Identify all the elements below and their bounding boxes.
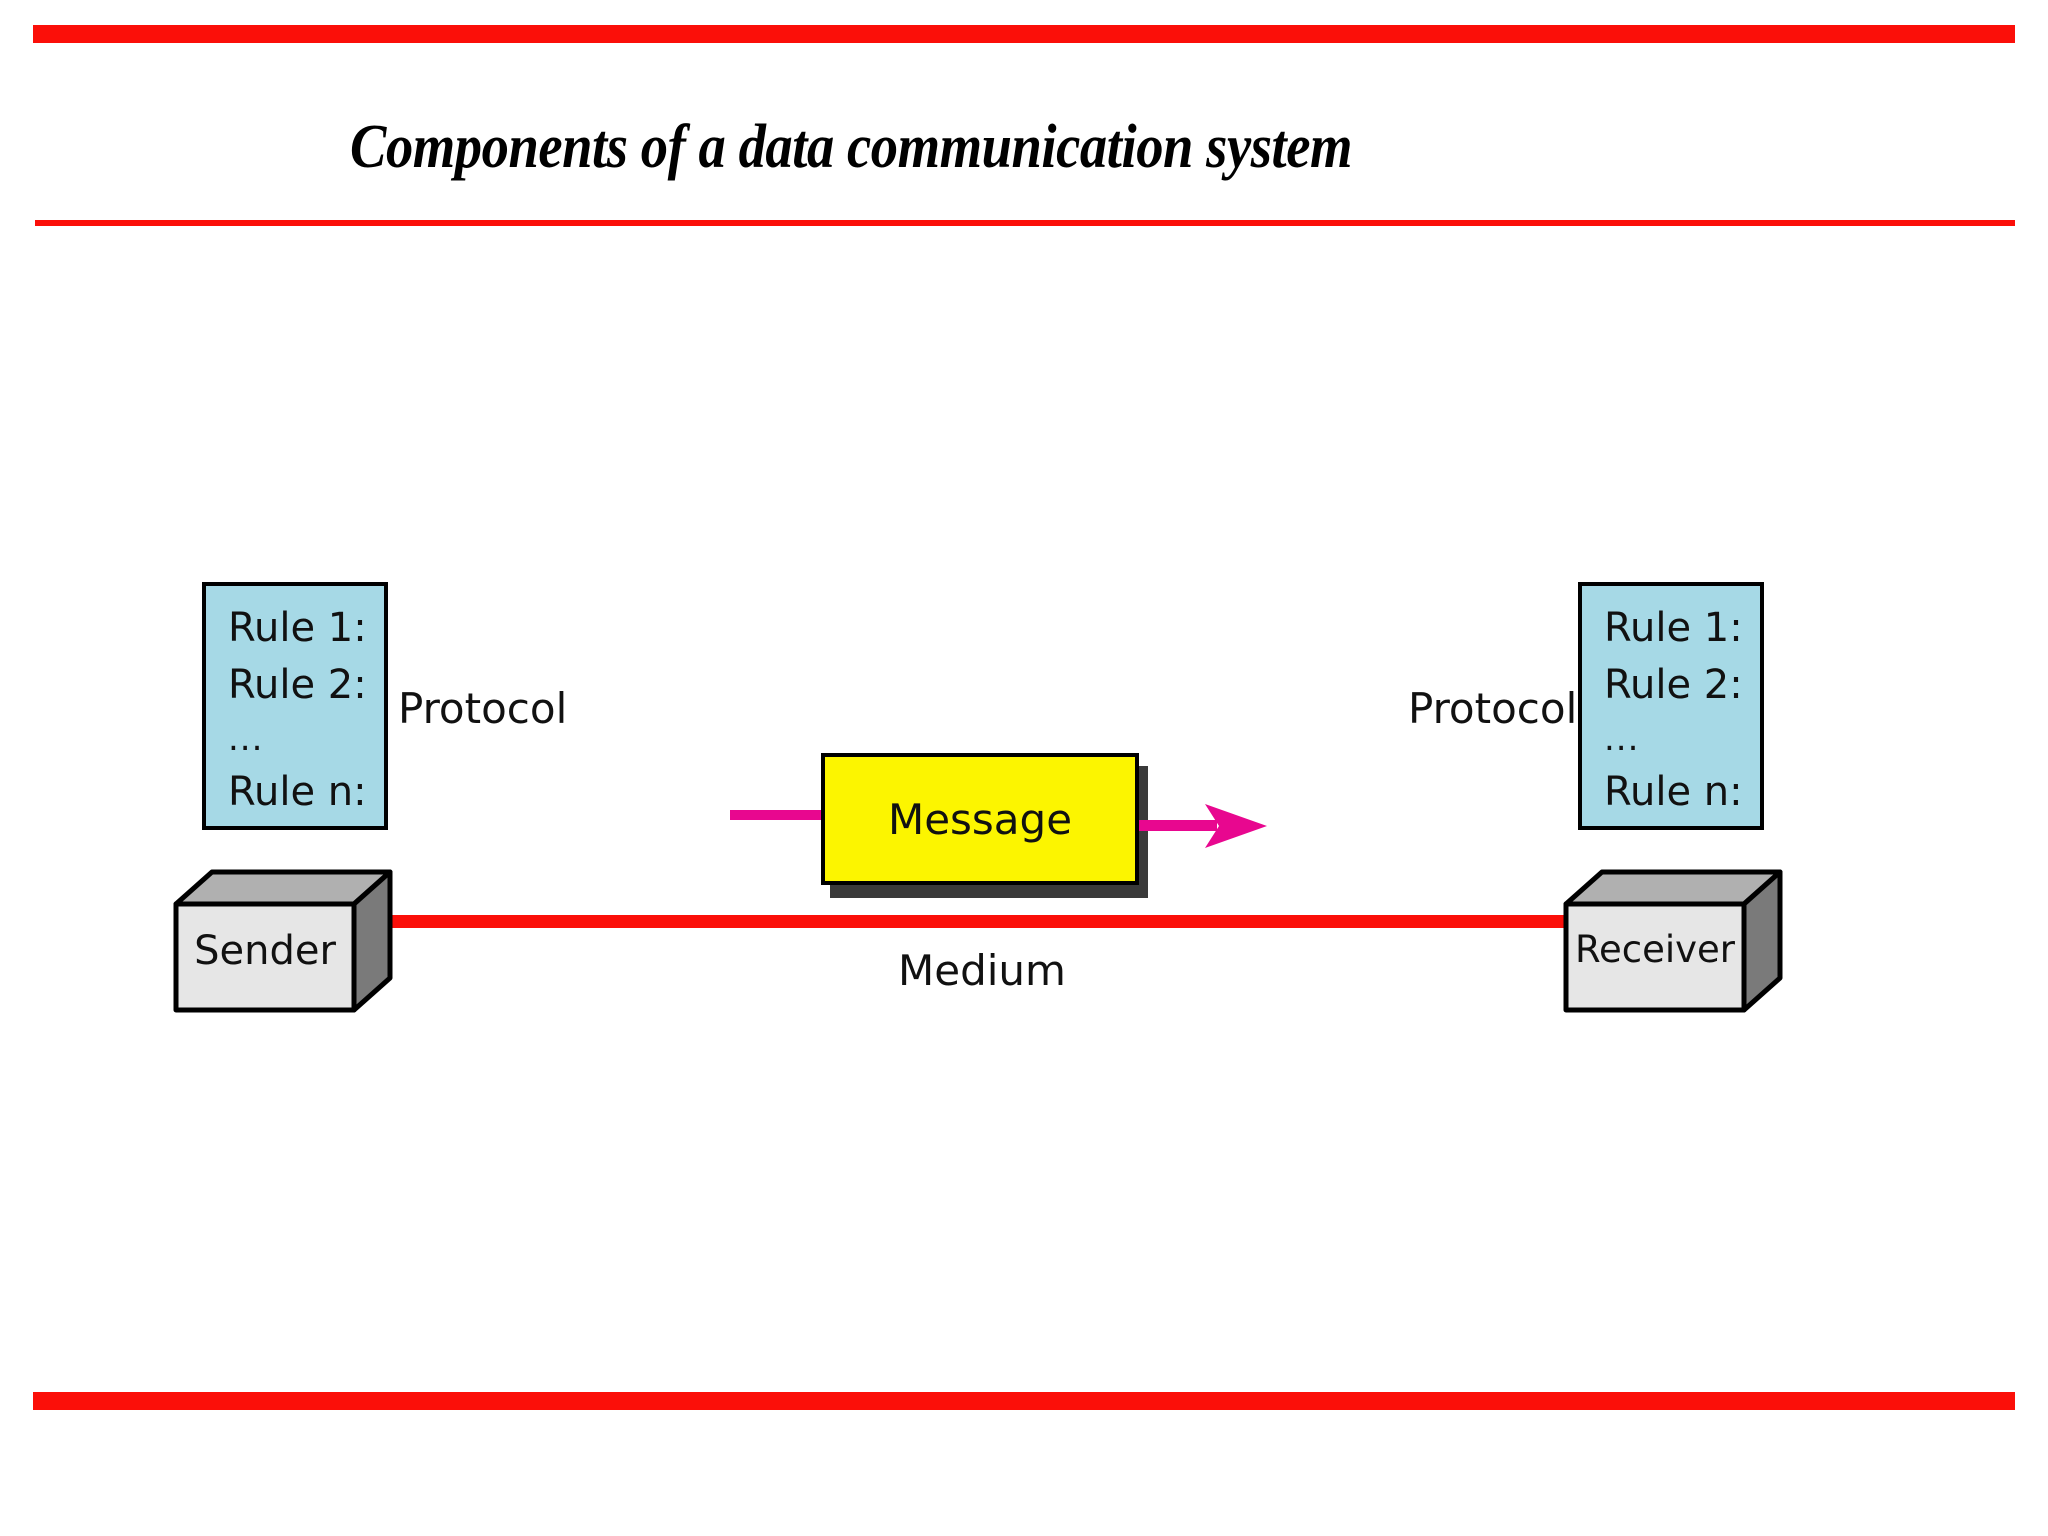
protocol-rules-box-receiver: Rule 1: Rule 2: ... Rule n: xyxy=(1578,582,1764,830)
protocol-label-sender: Protocol xyxy=(398,684,568,733)
top-red-bar xyxy=(33,25,2015,43)
rule-line: Rule 2: xyxy=(1604,662,1743,708)
rule-line: Rule 1: xyxy=(228,605,367,651)
protocol-label-receiver: Protocol xyxy=(1408,684,1578,733)
rule-line: Rule 1: xyxy=(1604,605,1743,651)
page-title: Components of a data communication syste… xyxy=(350,113,1353,181)
sender-box: Sender xyxy=(173,869,393,1013)
medium-link-line xyxy=(376,915,1576,928)
receiver-cube-icon xyxy=(1563,869,1783,1013)
bottom-red-bar xyxy=(33,1392,2015,1410)
message-flow-line-in xyxy=(730,810,825,820)
rule-line: Rule n: xyxy=(1604,769,1743,815)
title-underline-rule xyxy=(35,220,2015,226)
protocol-rules-box-sender: Rule 1: Rule 2: ... Rule n: xyxy=(202,582,388,830)
rule-line: ... xyxy=(228,719,264,759)
message-flow-arrow-out-icon xyxy=(1139,804,1267,848)
receiver-box: Receiver xyxy=(1563,869,1783,1013)
message-box: Message xyxy=(821,753,1139,885)
sender-label: Sender xyxy=(194,928,336,974)
rule-line: Rule n: xyxy=(228,769,367,815)
medium-label: Medium xyxy=(898,946,1066,995)
rule-line: Rule 2: xyxy=(228,662,367,708)
rule-line: ... xyxy=(1604,719,1640,759)
sender-cube-icon xyxy=(173,869,393,1013)
receiver-label: Receiver xyxy=(1574,928,1736,971)
message-label: Message xyxy=(887,794,1073,844)
